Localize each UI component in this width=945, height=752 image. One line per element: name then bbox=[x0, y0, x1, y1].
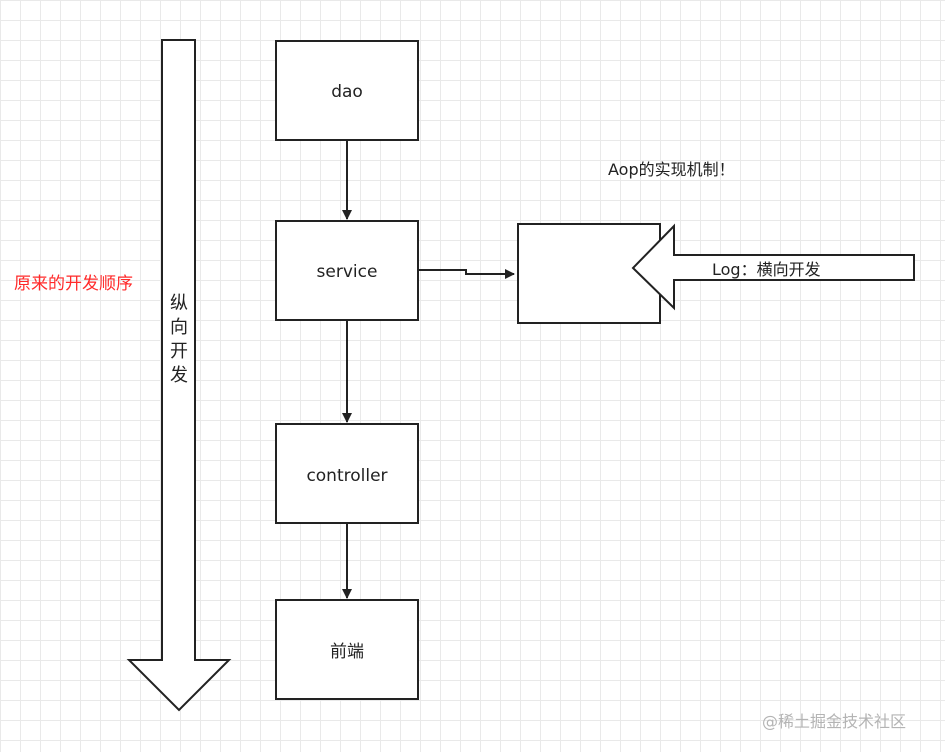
aop-mechanism-label: Aop的实现机制！ bbox=[608, 160, 735, 179]
box-controller: controller bbox=[275, 423, 419, 524]
vertical-char-4: 发 bbox=[170, 365, 188, 386]
aop-box bbox=[517, 223, 661, 324]
vertical-development-label: 纵 向 开 发 bbox=[170, 293, 188, 386]
vertical-development-arrow bbox=[126, 39, 232, 712]
box-service: service bbox=[275, 220, 419, 321]
log-horizontal-label: Log：横向开发 bbox=[712, 260, 821, 279]
box-frontend: 前端 bbox=[275, 599, 419, 700]
box-service-label: service bbox=[317, 262, 378, 282]
box-dao-label: dao bbox=[331, 82, 363, 102]
box-dao: dao bbox=[275, 40, 419, 141]
watermark: @稀土掘金技术社区 bbox=[762, 712, 906, 731]
vertical-char-2: 向 bbox=[170, 317, 188, 338]
box-frontend-label: 前端 bbox=[330, 642, 364, 662]
arrow-service-to-aop bbox=[419, 269, 515, 279]
vertical-char-1: 纵 bbox=[170, 293, 188, 314]
box-controller-label: controller bbox=[306, 466, 387, 486]
vertical-char-3: 开 bbox=[170, 341, 188, 362]
original-order-label: 原来的开发顺序 bbox=[14, 274, 133, 294]
horizontal-log-arrow bbox=[631, 223, 915, 311]
